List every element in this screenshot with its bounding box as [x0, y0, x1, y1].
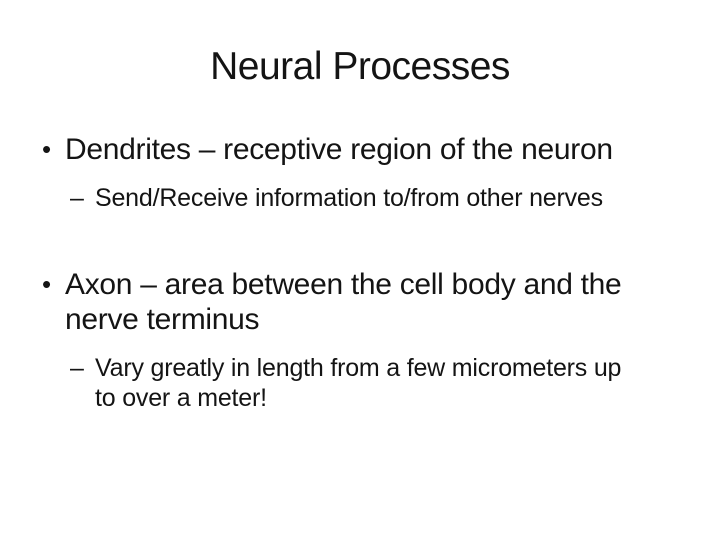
sub-bullet-length: – Vary greatly in length from a few micr…: [70, 353, 621, 413]
dash-marker: –: [70, 354, 84, 382]
sub-bullet-text-line: Send/Receive information to/from other n…: [95, 184, 603, 212]
sub-bullet-text-line: to over a meter!: [95, 384, 267, 412]
bullet-axon: • Axon – area between the cell body and …: [42, 267, 622, 337]
sub-bullet-text: Send/Receive information to/from other n…: [95, 183, 603, 213]
sub-bullet-text: Vary greatly in length from a few microm…: [95, 353, 621, 413]
bullet-dot-marker: •: [42, 269, 51, 299]
bullet-dot-marker: •: [42, 134, 51, 164]
sub-bullet-text-line: Vary greatly in length from a few microm…: [95, 354, 622, 382]
bullet-text: Dendrites – receptive region of the neur…: [65, 132, 613, 167]
sub-bullet-send-receive: – Send/Receive information to/from other…: [70, 183, 603, 213]
bullet-dendrites: • Dendrites – receptive region of the ne…: [42, 132, 613, 167]
bullet-text-line: nerve terminus: [65, 303, 260, 336]
bullet-text-line: Dendrites – receptive region of the neur…: [65, 133, 613, 166]
dash-marker: –: [70, 184, 84, 212]
bullet-text-line: Axon – area between the cell body and th…: [65, 268, 622, 301]
bullet-text: Axon – area between the cell body and th…: [65, 267, 622, 337]
slide-title: Neural Processes: [210, 45, 510, 88]
